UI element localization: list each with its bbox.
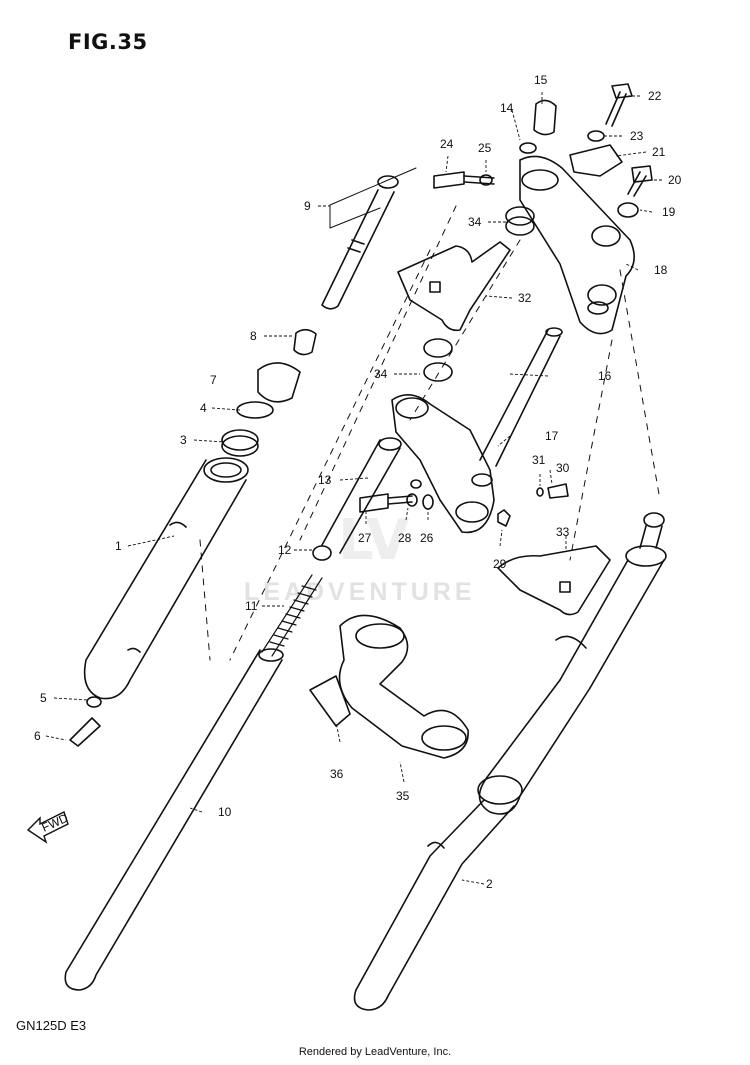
callout-6: 6 (34, 729, 41, 743)
callout-34-lower: 34 (374, 367, 388, 381)
callout-7: 7 (210, 373, 217, 387)
headlight-bracket-32 (397, 241, 511, 332)
callout-33: 33 (556, 525, 570, 539)
callout-14: 14 (500, 101, 514, 115)
part-12-ring (312, 545, 332, 561)
callout-34-upper: 34 (468, 215, 482, 229)
callout-11: 11 (245, 599, 258, 613)
callout-27: 27 (358, 531, 372, 545)
leader-lines (45, 92, 662, 885)
callout-23: 23 (630, 129, 644, 143)
callout-labels: 1 2 3 4 5 6 7 8 9 10 11 12 13 14 15 16 1… (34, 73, 682, 891)
callout-10: 10 (218, 805, 232, 819)
callout-16: 16 (598, 369, 612, 383)
fork-seals (221, 328, 317, 457)
bolt-24-washer-25 (433, 171, 495, 189)
model-code: GN125D E3 (16, 1018, 87, 1033)
assembly-guide-lines (199, 205, 661, 661)
callout-29: 29 (493, 557, 507, 571)
callout-36: 36 (330, 767, 344, 781)
callout-18: 18 (654, 263, 668, 277)
callout-35: 35 (396, 789, 410, 803)
callout-32: 32 (518, 291, 532, 305)
callout-28: 28 (398, 531, 412, 545)
watermark-text: LEADVENTURE (244, 578, 476, 606)
drain-bolt-and-washer (69, 696, 102, 747)
callout-13: 13 (318, 473, 332, 487)
handlebar-clamp-parts (569, 83, 653, 218)
part-9-bracket (329, 167, 417, 229)
callout-21: 21 (652, 145, 666, 159)
callout-9: 9 (304, 199, 311, 213)
callout-1: 1 (115, 539, 122, 553)
fork-inner-tube-left (64, 648, 284, 991)
callout-17: 17 (545, 429, 559, 443)
lower-fork-bridge (309, 614, 469, 759)
callout-5: 5 (40, 691, 47, 705)
headlight-bracket-33 (497, 545, 611, 616)
callout-24: 24 (440, 137, 454, 151)
callout-2: 2 (486, 877, 493, 891)
callout-19: 19 (662, 205, 676, 219)
callout-15: 15 (534, 73, 548, 87)
footer-credit: Rendered by LeadVenture, Inc. (298, 1046, 452, 1058)
part-29 (497, 509, 511, 527)
callout-12: 12 (278, 543, 292, 557)
callout-4: 4 (200, 401, 207, 415)
part-13-cylinder (321, 437, 402, 554)
steering-nut-parts (519, 99, 557, 154)
upper-bracket (519, 155, 635, 335)
callout-31: 31 (532, 453, 546, 467)
callout-3: 3 (180, 433, 187, 447)
fork-tube-right (353, 512, 667, 1011)
figure-title: FIG.35 (68, 30, 148, 54)
callout-20: 20 (668, 173, 682, 187)
callout-26: 26 (420, 531, 434, 545)
watermark-logo: LV (338, 508, 410, 573)
callout-8: 8 (250, 329, 257, 343)
fork-spring (261, 574, 323, 657)
callout-30: 30 (556, 461, 570, 475)
forward-arrow-icon: FWD (26, 811, 70, 844)
steering-stem (479, 327, 563, 467)
stem-bearing-lower (423, 338, 453, 382)
stem-bearing-upper (505, 206, 535, 236)
fork-outer-leg-left (83, 457, 249, 700)
fork-cap-bolt (321, 175, 399, 310)
lower-bracket (391, 394, 495, 534)
part-30-31 (536, 483, 569, 499)
callout-22: 22 (648, 89, 662, 103)
bolt-27-parts (359, 479, 434, 513)
callout-25: 25 (478, 141, 492, 155)
